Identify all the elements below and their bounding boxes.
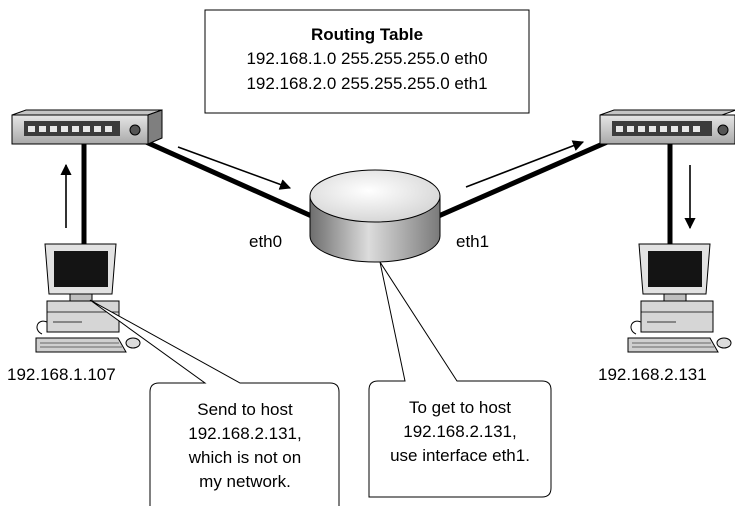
desktop-case-icon — [46, 300, 120, 333]
host-callout-text: which is not on — [188, 448, 301, 467]
host-right-computer — [627, 243, 732, 353]
host-callout-text: Send to host — [197, 400, 293, 419]
router-callout: To get to host 192.168.2.131, use interf… — [368, 261, 552, 498]
host-right-ip-label: 192.168.2.131 — [598, 365, 707, 384]
keyboard-icon — [35, 337, 127, 353]
router-callout-text: use interface eth1. — [390, 446, 530, 465]
desktop-case-icon — [640, 300, 714, 333]
monitor-screen — [648, 251, 702, 287]
routing-table-route: 192.168.2.0 255.255.255.0 eth1 — [246, 74, 487, 93]
mouse-icon — [125, 337, 141, 349]
router — [309, 169, 441, 263]
switch-led-icon — [129, 124, 141, 136]
interface-label-eth0: eth0 — [249, 232, 282, 251]
router-top — [309, 169, 441, 223]
host-left-computer — [35, 243, 141, 353]
switch-left — [11, 109, 163, 145]
monitor-screen — [54, 251, 108, 287]
switch-side-face — [147, 109, 163, 145]
keyboard-icon — [627, 337, 719, 353]
router-callout-text: 192.168.2.131, — [403, 422, 516, 441]
arrow-to-router-icon — [177, 146, 292, 190]
host-callout-bubble — [89, 299, 340, 506]
routing-table-box — [204, 9, 530, 114]
host-callout-text: 192.168.2.131, — [188, 424, 301, 443]
switch-right — [599, 109, 735, 145]
arrow-from-router-icon — [465, 140, 585, 188]
mouse-icon — [716, 337, 732, 349]
router-callout-bubble — [368, 261, 552, 498]
switch-led-icon — [717, 124, 729, 136]
interface-label-eth1: eth1 — [456, 232, 489, 251]
routing-table-route: 192.168.1.0 255.255.255.0 eth0 — [246, 49, 487, 68]
host-left-ip-label: 192.168.1.107 — [7, 365, 116, 384]
switch-ports — [616, 126, 700, 132]
monitor-stand — [663, 293, 687, 302]
host-callout-text: my network. — [199, 472, 291, 491]
switch-top-face — [599, 109, 735, 116]
traffic-arrows — [60, 140, 696, 230]
routing-table: Routing Table 192.168.1.0 255.255.255.0 … — [204, 9, 530, 114]
monitor-stand — [69, 293, 93, 302]
router-callout-text: To get to host — [409, 398, 511, 417]
host-callout: Send to host 192.168.2.131, which is not… — [89, 299, 340, 506]
switch-top-face — [11, 109, 163, 116]
switch-ports — [28, 126, 112, 132]
routing-table-title: Routing Table — [311, 25, 423, 44]
